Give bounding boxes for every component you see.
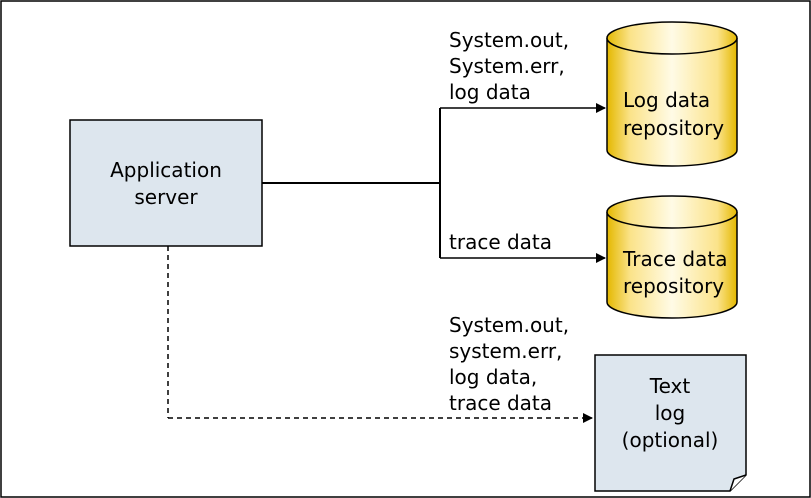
application-server-label-line-2: server <box>134 185 198 209</box>
text-log-node: Text log (optional) <box>594 354 747 492</box>
log-repository-label-line-2: repository <box>623 116 724 140</box>
log-edge-label-line-1: System.out, <box>449 28 569 52</box>
text-log-edge-label-line-2: system.err, <box>449 339 562 363</box>
application-server-label-line-1: Application <box>110 158 222 182</box>
trace-edge-label: trace data <box>449 230 552 254</box>
text-log-label-line-1: Text <box>649 374 691 398</box>
text-log-edge-label-line-1: System.out, <box>449 313 569 337</box>
application-server-box <box>69 119 263 247</box>
trace-repository-label-line-2: repository <box>623 274 724 298</box>
application-server-node: Application server <box>69 119 263 247</box>
trace-repository-cylinder-top <box>606 195 738 229</box>
log-repository-cylinder-body <box>606 38 738 167</box>
log-edge-label-line-3: log data <box>449 80 531 104</box>
log-edge-label: System.out, System.err, log data <box>449 28 569 104</box>
text-log-edge-label: System.out, system.err, log data, trace … <box>449 313 569 415</box>
text-log-edge-label-line-3: log data, <box>449 365 537 389</box>
trace-edge-label-line-1: trace data <box>449 230 552 254</box>
log-repository-cylinder-top <box>606 21 738 55</box>
text-log-edge-label-line-4: trace data <box>449 391 552 415</box>
trace-repository-cylinder-body <box>606 212 738 319</box>
log-edge-label-line-2: System.err, <box>449 54 565 78</box>
log-repository-label-line-1: Log data <box>623 88 710 112</box>
solid-connectors <box>262 103 606 263</box>
text-log-folded-corner <box>729 474 747 492</box>
trace-repository-node: Trace data repository <box>606 195 738 319</box>
text-log-label-line-3: (optional) <box>622 428 719 452</box>
log-repository-node: Log data repository <box>606 21 738 167</box>
trace-repository-label-line-1: Trace data <box>622 247 727 271</box>
dashed-connector <box>167 246 593 423</box>
text-log-label-line-2: log <box>655 401 686 425</box>
